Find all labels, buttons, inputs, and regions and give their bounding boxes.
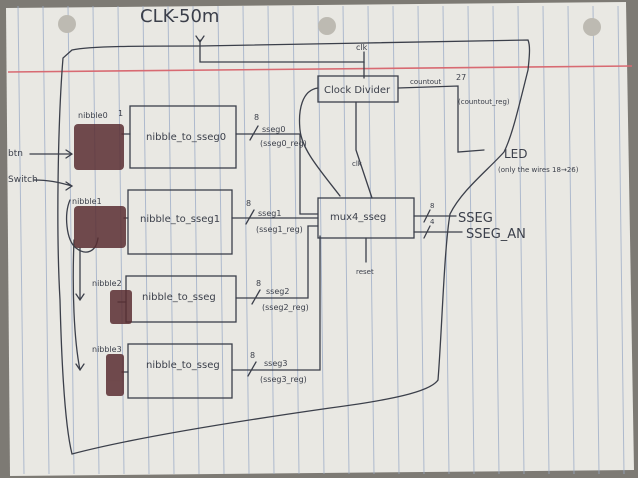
sseg0-wire (235, 133, 319, 215)
sseg3-reg-label: (sseg3_reg) (260, 375, 307, 384)
ruled-line (467, 5, 475, 475)
sseg1-label: sseg1 (258, 209, 281, 218)
ruled-line (517, 5, 525, 475)
bus-slash (251, 289, 261, 305)
reset-label: reset (356, 268, 374, 276)
ruled-line (292, 5, 300, 475)
nibble-to-sseg0-box (129, 105, 237, 169)
ruled-line (317, 5, 325, 475)
ruled-line (167, 5, 175, 475)
down-arrow-left2 (72, 239, 85, 372)
nibble-to-sseg0-label: nibble_to_sseg0 (146, 132, 226, 143)
binder-hole (583, 18, 601, 36)
ruled-line (342, 5, 350, 475)
ruled-line (217, 5, 225, 475)
sseg1-reg-label: (sseg1_reg) (256, 225, 303, 234)
clk-wire (199, 39, 365, 63)
ruled-line (67, 5, 75, 475)
switch-blocks (74, 124, 132, 396)
sseg2-reg-label: (sseg2_reg) (262, 303, 309, 312)
nibble-to-sseg1-label: nibble_to_sseg1 (140, 214, 220, 225)
nibble3-label: nibble3 (92, 345, 122, 354)
ruled-line (617, 5, 625, 475)
nibble2-label: nibble2 (92, 279, 122, 288)
countout-wire (397, 85, 485, 153)
binder-hole (58, 15, 76, 33)
one-label: 1 (118, 109, 123, 118)
ruled-line (492, 5, 500, 475)
bus-slash (423, 209, 431, 223)
binder-holes (58, 15, 601, 36)
clk-small-label: clk (356, 43, 368, 52)
sseg3-label: sseg3 (264, 359, 287, 368)
sseg2-label: sseg2 (266, 287, 289, 296)
ruled-line (392, 5, 400, 475)
down-arrow-left (75, 247, 85, 302)
bus-slash (245, 209, 255, 225)
bus-slash (423, 225, 431, 239)
mux-clk-label: clk (352, 160, 363, 168)
bus-width-0: 8 (254, 113, 259, 122)
mux-label: mux4_sseg (330, 212, 386, 223)
switch-label: Switch (8, 175, 38, 185)
left-clk-wire (298, 87, 341, 197)
btn-label: btn (8, 149, 23, 159)
nibble1-label: nibble1 (72, 197, 102, 206)
switch-block-0 (74, 124, 124, 170)
an-width-label: 4 (430, 218, 435, 226)
ruled-line (142, 5, 150, 475)
ruled-line (267, 5, 275, 475)
an-out-label: SSEG_AN (466, 227, 526, 242)
ruled-line (542, 5, 550, 475)
clock-divider-label: Clock Divider (324, 85, 391, 96)
nibble-to-sseg3-box (127, 343, 233, 399)
clk-to-mux-wire (355, 101, 373, 199)
fpga-board-outline (57, 39, 531, 455)
nibble-to-sseg3-label: nibble_to_sseg (146, 360, 220, 371)
switch-block-1 (74, 206, 126, 248)
switch-block-3 (106, 354, 124, 396)
switch-block-2 (110, 290, 132, 324)
sseg0-reg-label: (sseg0_reg) (260, 139, 307, 148)
bus-slash (249, 125, 259, 141)
led-note-label: (only the wires 18→26) (498, 166, 579, 174)
ruled-line (417, 5, 425, 475)
sseg3-wire (231, 235, 321, 371)
count-bits-label: (countout_reg) (458, 98, 510, 106)
nibble0-label: nibble0 (78, 111, 108, 120)
btn-arrow (29, 149, 74, 159)
nibble-to-sseg2-label: nibble_to_sseg (142, 292, 216, 303)
clk-arrow (195, 35, 205, 44)
ruled-line (42, 5, 50, 475)
ruled-line (367, 5, 375, 475)
ruled-lines (17, 5, 625, 475)
ruled-line (592, 5, 600, 475)
sseg0-label: sseg0 (262, 125, 285, 134)
countout-label: countout (410, 78, 441, 86)
ruled-line (17, 5, 25, 475)
binder-hole (318, 17, 336, 35)
led-label: LED (504, 147, 528, 161)
sseg-width-label: 8 (430, 202, 434, 210)
count-width-label: 27 (456, 73, 466, 82)
sseg-out-label: SSEG (458, 211, 493, 226)
bus-width-3: 8 (250, 351, 255, 360)
ruled-line (242, 5, 250, 475)
clk-top-label: CLK-50m (140, 6, 219, 27)
ruled-line (567, 5, 575, 475)
bus-slash (247, 361, 257, 377)
bus-width-2: 8 (256, 279, 261, 288)
ruled-line (442, 5, 450, 475)
bus-width-1: 8 (246, 199, 251, 208)
switch-arrow (33, 179, 74, 191)
ruled-line (192, 5, 200, 475)
clock-divider-box (317, 75, 399, 103)
nibble-to-sseg1-box (127, 189, 233, 255)
sseg2-wire (235, 225, 319, 299)
